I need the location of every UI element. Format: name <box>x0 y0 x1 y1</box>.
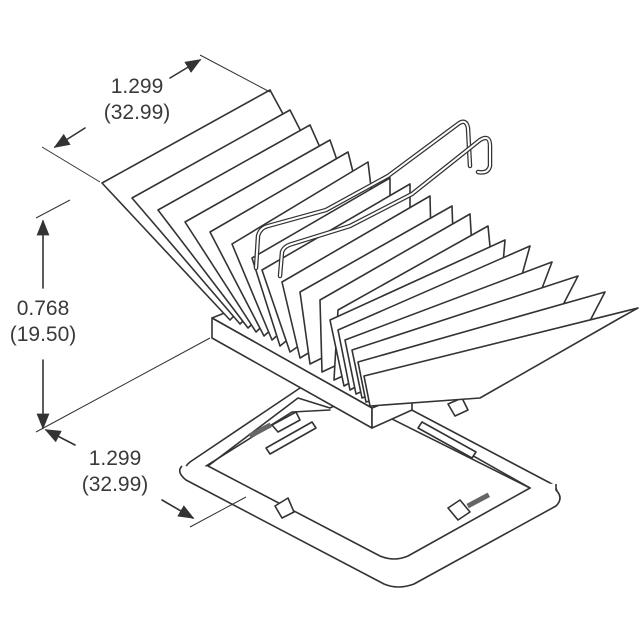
dimension-height <box>35 199 211 433</box>
dimension-label-top-length: 1.299 (32.99) <box>82 74 192 126</box>
top-length-mm: (32.99) <box>103 101 171 124</box>
mounting-frame <box>178 387 561 588</box>
bottom-length-inches: 1.299 <box>88 447 142 470</box>
height-inches: 0.768 <box>16 297 70 320</box>
dimension-top-length <box>41 54 271 183</box>
bottom-length-mm: (32.99) <box>81 473 149 496</box>
dimension-label-height: 0.768 (19.50) <box>0 296 88 348</box>
top-length-inches: 1.299 <box>110 75 164 98</box>
dimension-label-bottom-length: 1.299 (32.99) <box>60 446 170 498</box>
dimension-bottom-length <box>44 429 247 528</box>
fins-right <box>329 239 639 407</box>
height-mm: (19.50) <box>9 323 77 346</box>
wire-clip <box>253 119 493 279</box>
